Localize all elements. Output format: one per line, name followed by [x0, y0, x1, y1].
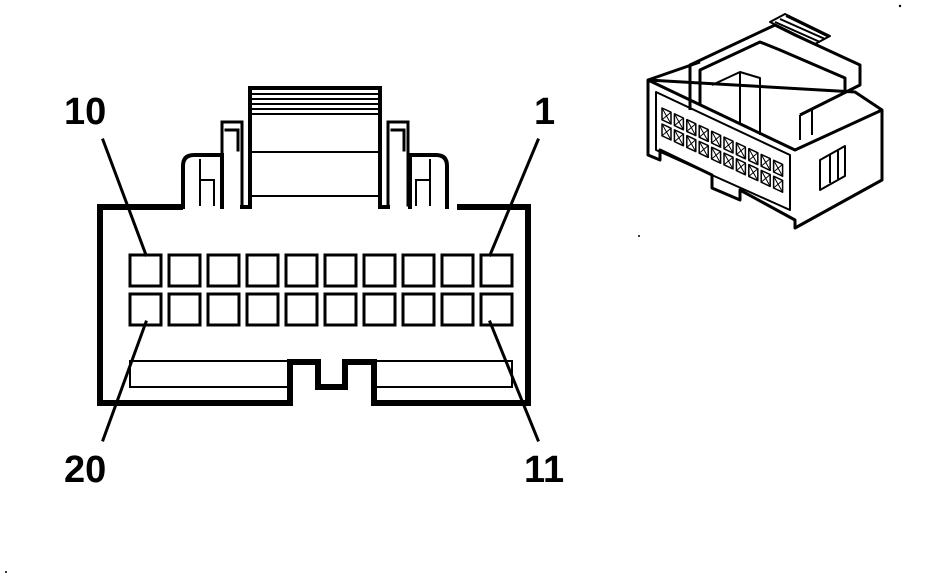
connector-face-view	[97, 86, 540, 442]
leader-line-pin-10	[101, 138, 148, 257]
iso-latch-tab	[769, 13, 831, 45]
iso-pin-contact	[735, 158, 746, 176]
iso-side-window	[819, 145, 846, 191]
right-ear	[408, 153, 449, 209]
left-latch-post	[220, 120, 244, 209]
iso-latch-ramp	[711, 71, 813, 140]
iso-pin-contact	[723, 136, 734, 154]
pin-cell-14	[362, 292, 397, 327]
pin-cell-9	[167, 253, 202, 288]
iso-pin-contact	[673, 129, 684, 147]
speck-mark	[638, 235, 640, 237]
left-ear-inner	[199, 159, 215, 206]
left-ear	[181, 153, 224, 209]
iso-pin-contact	[686, 119, 697, 136]
pin-cell-2	[440, 253, 475, 288]
housing-bottom-recess	[129, 360, 513, 388]
iso-pin-contact	[686, 135, 697, 152]
iso-pin-contact	[723, 152, 734, 170]
pin-cell-1	[479, 253, 514, 288]
iso-pin-contact	[711, 146, 722, 164]
pin-label-1: 1	[534, 91, 555, 133]
iso-pin-grid	[661, 107, 784, 193]
face-pin-grid	[128, 253, 514, 327]
pin-cell-15	[323, 292, 358, 327]
iso-pin-contact	[698, 141, 709, 158]
iso-pin-contact	[661, 107, 672, 125]
iso-pin-contact	[673, 113, 684, 131]
iso-front-face	[655, 91, 791, 211]
speck-mark	[898, 4, 902, 8]
pin-cell-6	[284, 253, 319, 288]
iso-latch-arch	[688, 23, 862, 117]
connector-iso-view	[646, 13, 884, 230]
pin-cell-5	[323, 253, 358, 288]
iso-pin-contact	[773, 159, 784, 177]
iso-pin-contact	[661, 123, 672, 141]
iso-pin-contact	[760, 154, 771, 171]
pin-cell-3	[401, 253, 436, 288]
housing-outline	[97, 204, 531, 406]
pin-label-11: 11	[524, 449, 564, 491]
pin-label-10: 10	[64, 91, 106, 133]
pin-cell-11	[479, 292, 514, 327]
pin-cell-8	[206, 253, 241, 288]
iso-pin-contact	[773, 175, 784, 193]
pin-cell-18	[206, 292, 241, 327]
iso-body-outline	[646, 78, 884, 230]
leader-line-pin-11	[488, 320, 540, 442]
speck-mark	[5, 571, 7, 573]
central-latch-ribs	[251, 93, 379, 197]
pin-cell-19	[167, 292, 202, 327]
pin-cell-17	[245, 292, 280, 327]
pin-cell-10	[128, 253, 163, 288]
right-ear-inner	[415, 159, 431, 206]
right-latch-post	[386, 120, 410, 209]
iso-pin-contact	[748, 164, 759, 181]
pin-cell-16	[284, 292, 319, 327]
iso-pin-contact	[711, 130, 722, 148]
pin-cell-12	[440, 292, 475, 327]
leader-line-pin-20	[101, 320, 148, 442]
central-latch	[248, 86, 382, 209]
pin-cell-4	[362, 253, 397, 288]
leader-line-pin-1	[488, 138, 540, 257]
iso-pin-contact	[698, 125, 709, 142]
pin-cell-13	[401, 292, 436, 327]
pin-cell-7	[245, 253, 280, 288]
iso-pin-contact	[735, 142, 746, 160]
pin-label-20: 20	[64, 449, 106, 491]
iso-pin-contact	[748, 148, 759, 165]
iso-pin-contact	[760, 170, 771, 187]
